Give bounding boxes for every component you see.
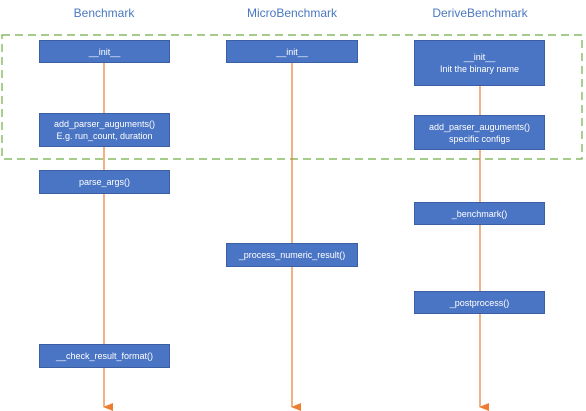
benchmark-check-result-format-box: __check_result_format() xyxy=(39,344,170,368)
box-label: _postprocess() xyxy=(449,297,510,308)
derivebenchmark-add-parser-box: add_parser_auguments() specific configs xyxy=(414,115,545,150)
box-label: add_parser_auguments() xyxy=(428,121,531,132)
derivebenchmark-benchmark-box: _benchmark() xyxy=(414,202,545,225)
box-label: _benchmark() xyxy=(451,208,508,219)
box-label: parse_args() xyxy=(78,177,131,187)
box-label: __init__ xyxy=(88,46,121,57)
derivebenchmark-postprocess-box: _postprocess() xyxy=(414,291,545,314)
box-label: __init__ xyxy=(276,46,308,57)
benchmark-init-box: __init__ xyxy=(39,40,170,63)
box-sublabel: Init the binary name xyxy=(439,64,520,74)
box-sublabel: E.g. run_count, duration xyxy=(56,131,153,141)
column-title-derivebenchmark: DeriveBenchmark xyxy=(432,6,528,20)
column-title-microbenchmark: MicroBenchmark xyxy=(246,6,338,20)
box-label: __check_result_format() xyxy=(55,351,154,361)
box-label: add_parser_auguments() xyxy=(53,119,156,129)
box-label: __init__ xyxy=(463,52,496,62)
derivebenchmark-init-box: __init__ Init the binary name xyxy=(414,40,545,86)
benchmark-parse-args-box: parse_args() xyxy=(39,170,170,194)
box-sublabel: specific configs xyxy=(448,133,511,144)
benchmark-add-parser-box: add_parser_auguments() E.g. run_count, d… xyxy=(39,113,170,147)
box-label: _process_numeric_result() xyxy=(238,250,346,260)
microbenchmark-init-box: __init__ xyxy=(226,40,358,63)
column-title-benchmark: Benchmark xyxy=(73,6,135,20)
microbenchmark-process-numeric-result-box: _process_numeric_result() xyxy=(226,243,358,267)
